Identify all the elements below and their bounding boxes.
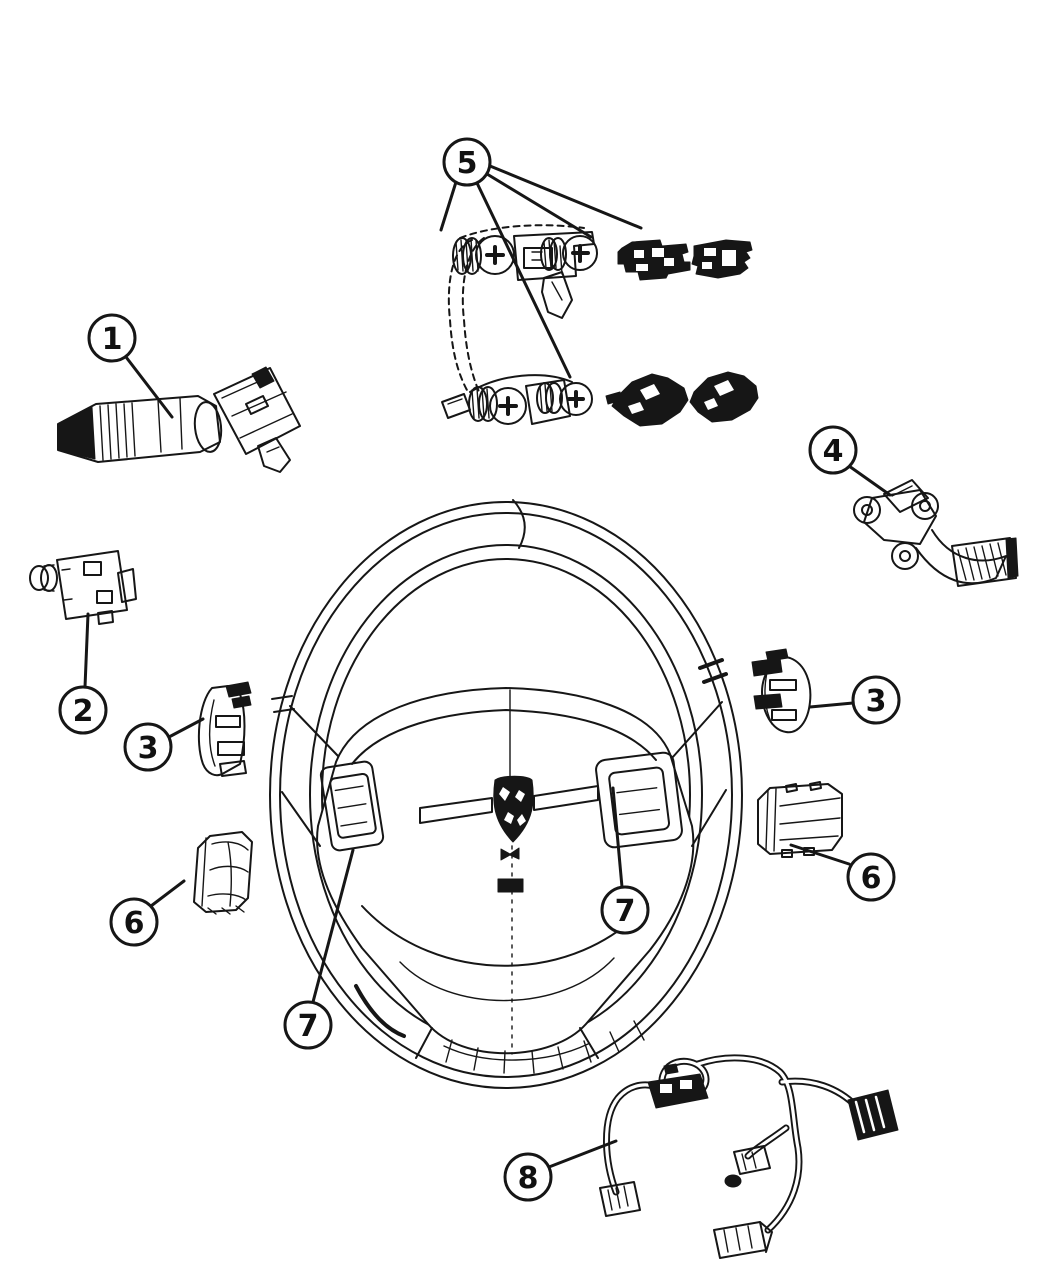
rim-seam-top [512,499,526,549]
callout-bubble[interactable] [58,685,108,735]
callout-6[interactable]: 6 [109,879,186,947]
switch-pod-bracket-assembly [441,224,598,425]
switch-item-6-right [757,781,843,858]
callout-6[interactable]: 6 [789,843,896,902]
steering-angle-sensor [853,479,1019,587]
callout-8[interactable]: 8 [503,1139,618,1202]
callout-leader-line [488,164,643,230]
rim-seam-left [271,695,295,713]
callout-2[interactable]: 2 [58,612,108,735]
callout-number: 6 [861,861,882,896]
callout-layer: 1 2 3 3 4 5 6 6 7 7 8 [58,137,901,1202]
right-spoke-switch-pocket [595,751,683,849]
callout-bubble[interactable] [846,852,896,902]
callout-bubble[interactable] [503,1152,553,1202]
callout-bubble[interactable] [808,425,858,475]
multifunction-switch-stalk [57,366,301,473]
left-spoke-switch-pocket [319,760,385,852]
callout-bubble[interactable] [87,313,137,363]
callout-number: 3 [866,684,887,719]
switch-item-2 [29,550,137,625]
callout-leader-line [847,464,892,497]
callout-number: 4 [823,434,844,469]
callout-number: 7 [615,894,636,929]
harness-connector-top [647,1073,709,1109]
callout-bubble[interactable] [283,1000,333,1050]
callout-leader-line [149,879,186,908]
trim-bar-right [533,785,599,811]
airbag-cover [316,687,695,1055]
callout-leader-line [611,786,624,889]
callout-bubble[interactable] [123,722,173,772]
callout-number: 1 [102,322,123,357]
trim-bar-left [419,797,493,824]
callout-number: 2 [73,694,94,729]
callout-7[interactable]: 7 [600,786,650,935]
callout-leader-line [547,1139,618,1169]
callout-leader-line [485,172,593,239]
steering-wheel [269,499,743,1089]
rim-seam-right [698,658,728,684]
harness-connector-right [847,1089,899,1141]
switch-item-6-left [193,831,253,915]
centerline-block [497,878,524,893]
callout-number: 8 [518,1161,539,1196]
callout-leader-line [167,717,205,739]
switch-item-3-left [197,681,252,777]
ram-emblem [493,775,534,843]
callout-leader-line [439,180,458,232]
callout-leader-line [475,181,572,379]
callout-1[interactable]: 1 [87,313,174,419]
harness-connector-bottom [713,1221,767,1259]
callout-bubble[interactable] [442,137,492,187]
callout-leader-line [83,612,90,689]
callout-number: 3 [138,731,159,766]
callout-leader-line [808,701,855,709]
callout-5[interactable]: 5 [439,137,643,379]
callout-leader-line [311,848,355,1004]
callout-7[interactable]: 7 [283,848,355,1050]
callout-bubble[interactable] [851,675,901,725]
callout-bubble[interactable] [109,897,159,947]
harness-connector-left [599,1181,641,1217]
connector-silhouettes-top [617,239,753,281]
harness-grommet [724,1174,742,1188]
connector-silhouettes-bottom [605,371,759,427]
callout-leader-line [789,843,851,866]
switch-item-3-right [751,648,812,734]
harness-connector-mid [733,1145,771,1175]
centerline-clip [500,847,520,861]
callout-number: 6 [124,906,145,941]
callout-3[interactable]: 3 [808,675,901,725]
callout-4[interactable]: 4 [808,425,892,497]
callout-number: 5 [457,146,478,181]
wiring-harness [599,1054,899,1259]
callout-leader-line [124,355,174,419]
callout-bubble[interactable] [600,885,650,935]
callout-number: 7 [298,1009,319,1044]
callout-3[interactable]: 3 [123,717,205,772]
